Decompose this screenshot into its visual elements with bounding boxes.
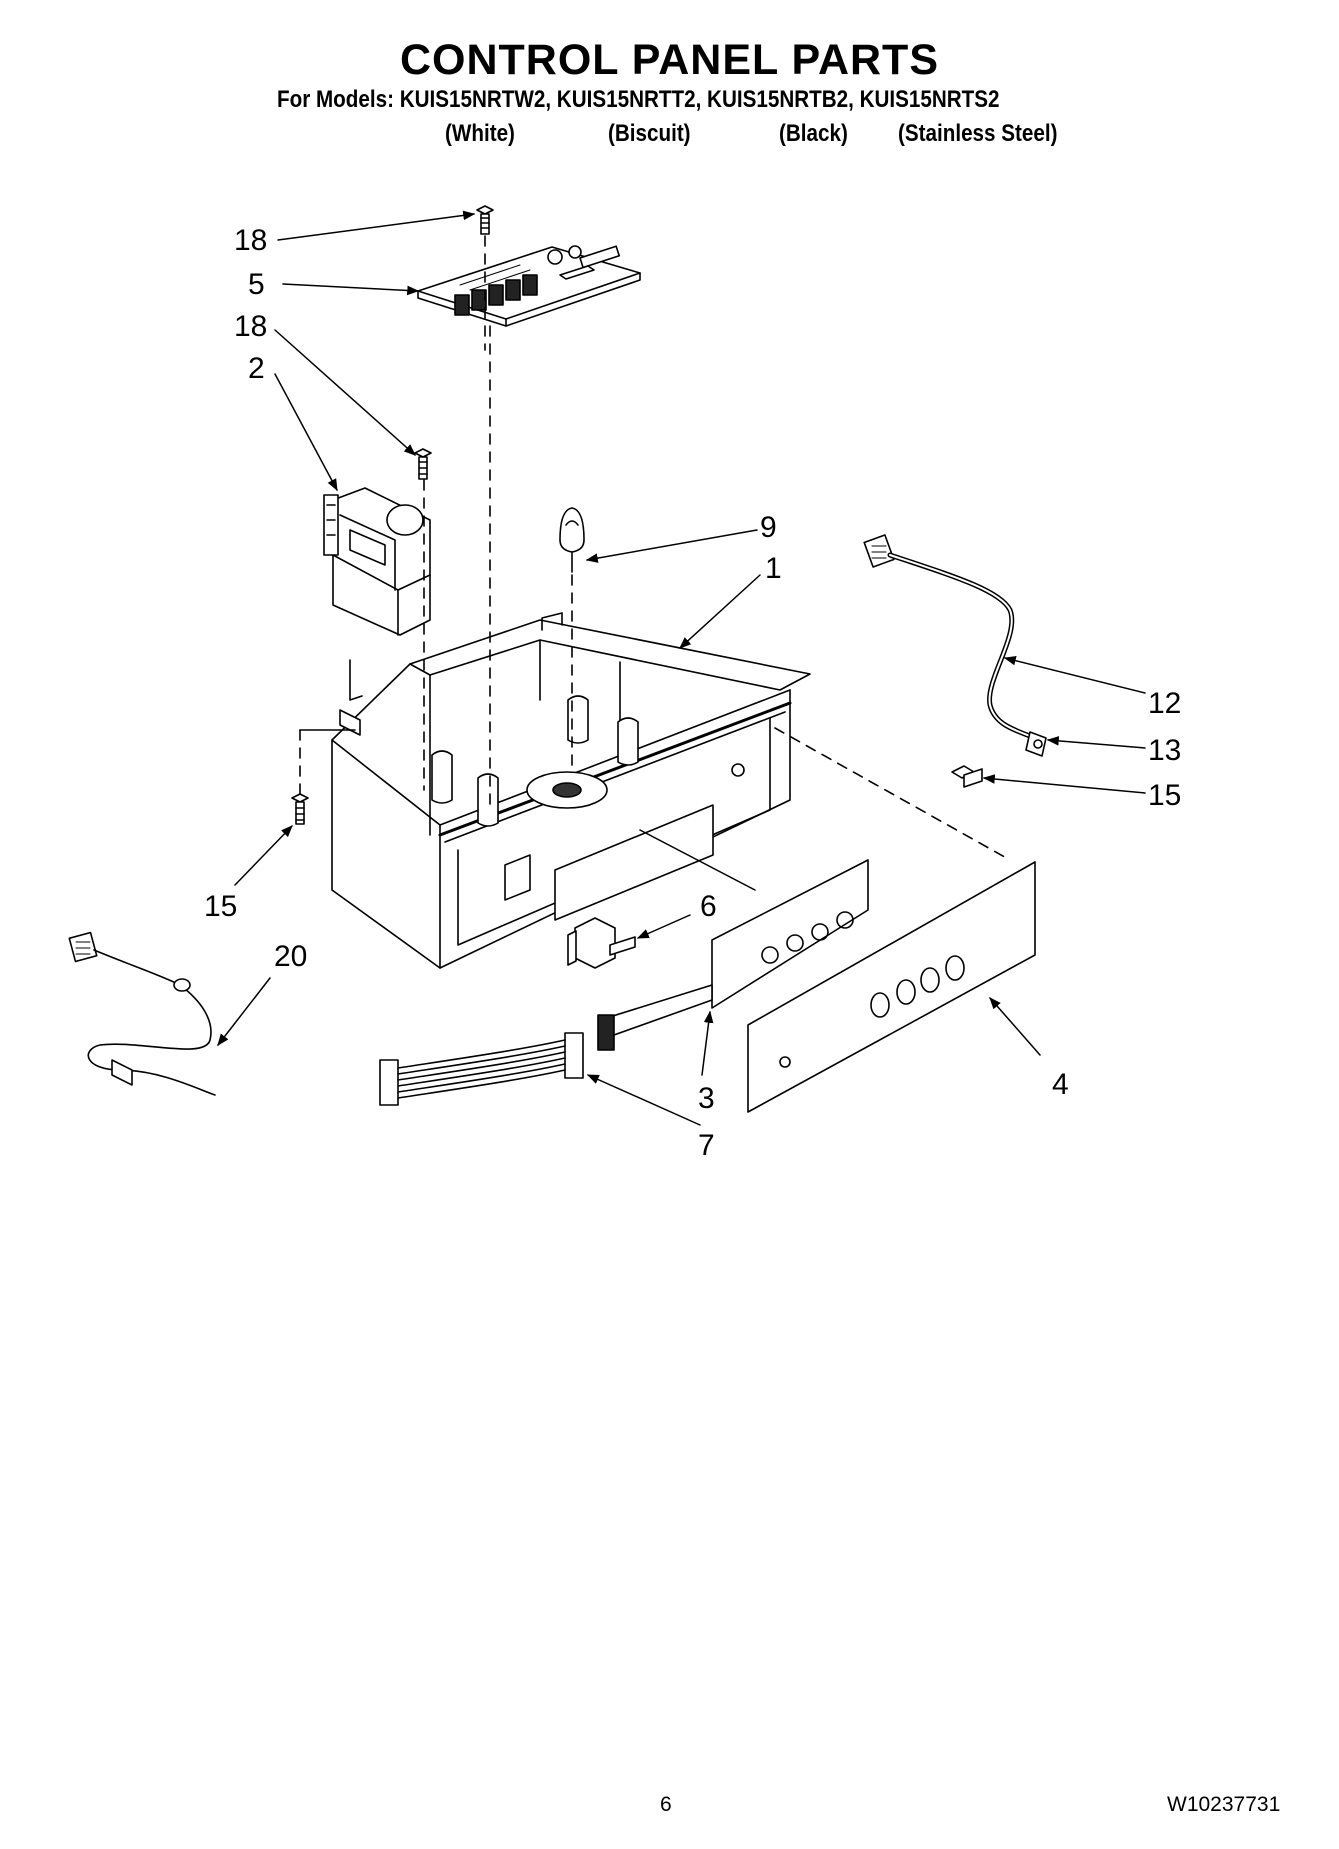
part-15-screw-left — [291, 793, 309, 825]
part-6-push-switch — [567, 917, 636, 969]
variant-black: (Black) — [779, 120, 848, 147]
part-4-front-panel — [747, 861, 1036, 1113]
part-18-screw-top — [476, 205, 494, 235]
callout-2: 2 — [248, 352, 265, 385]
part-12-wire-harness — [863, 534, 1038, 741]
variant-biscuit: (Biscuit) — [608, 120, 691, 147]
callout-5: 5 — [248, 268, 265, 301]
callout-12: 12 — [1148, 687, 1181, 720]
part-1-control-housing — [331, 612, 811, 969]
callout-20: 20 — [274, 940, 307, 973]
part-2-transformer — [323, 487, 431, 636]
models-line: For Models: KUIS15NRTW2, KUIS15NRTT2, KU… — [277, 86, 1000, 113]
part-18-screw-lower — [414, 448, 432, 480]
callout-3: 3 — [698, 1082, 715, 1115]
document-number: W10237731 — [1167, 1793, 1281, 1816]
variant-white: (White) — [445, 120, 515, 147]
part-9-lamp-bulb — [559, 507, 585, 573]
part-7-ribbon-cable — [379, 1032, 584, 1106]
callout-1-inner-leader — [639, 829, 756, 891]
callout-arrows — [217, 210, 1146, 1126]
callout-15-right: 15 — [1148, 779, 1181, 812]
part-13-thermistor — [1025, 731, 1047, 757]
callout-6: 6 — [700, 890, 717, 923]
part-20-sensor-cable — [68, 931, 216, 1096]
assembly-guide-lines — [299, 235, 1011, 861]
callout-15-left: 15 — [204, 890, 237, 923]
part-15-screw-right — [951, 765, 983, 788]
callout-1: 1 — [765, 552, 782, 585]
variant-stainless-steel: (Stainless Steel) — [898, 120, 1058, 147]
callout-7: 7 — [698, 1129, 715, 1162]
part-5-control-board — [417, 245, 641, 327]
callout-13: 13 — [1148, 734, 1181, 767]
page-title: CONTROL PANEL PARTS — [399, 36, 939, 84]
callout-9: 9 — [760, 511, 777, 544]
callout-4: 4 — [1052, 1068, 1069, 1101]
callout-18-lower: 18 — [234, 310, 267, 343]
callout-18-top: 18 — [234, 224, 267, 257]
part-3-button-board — [597, 859, 869, 1051]
page-number: 6 — [660, 1793, 672, 1816]
